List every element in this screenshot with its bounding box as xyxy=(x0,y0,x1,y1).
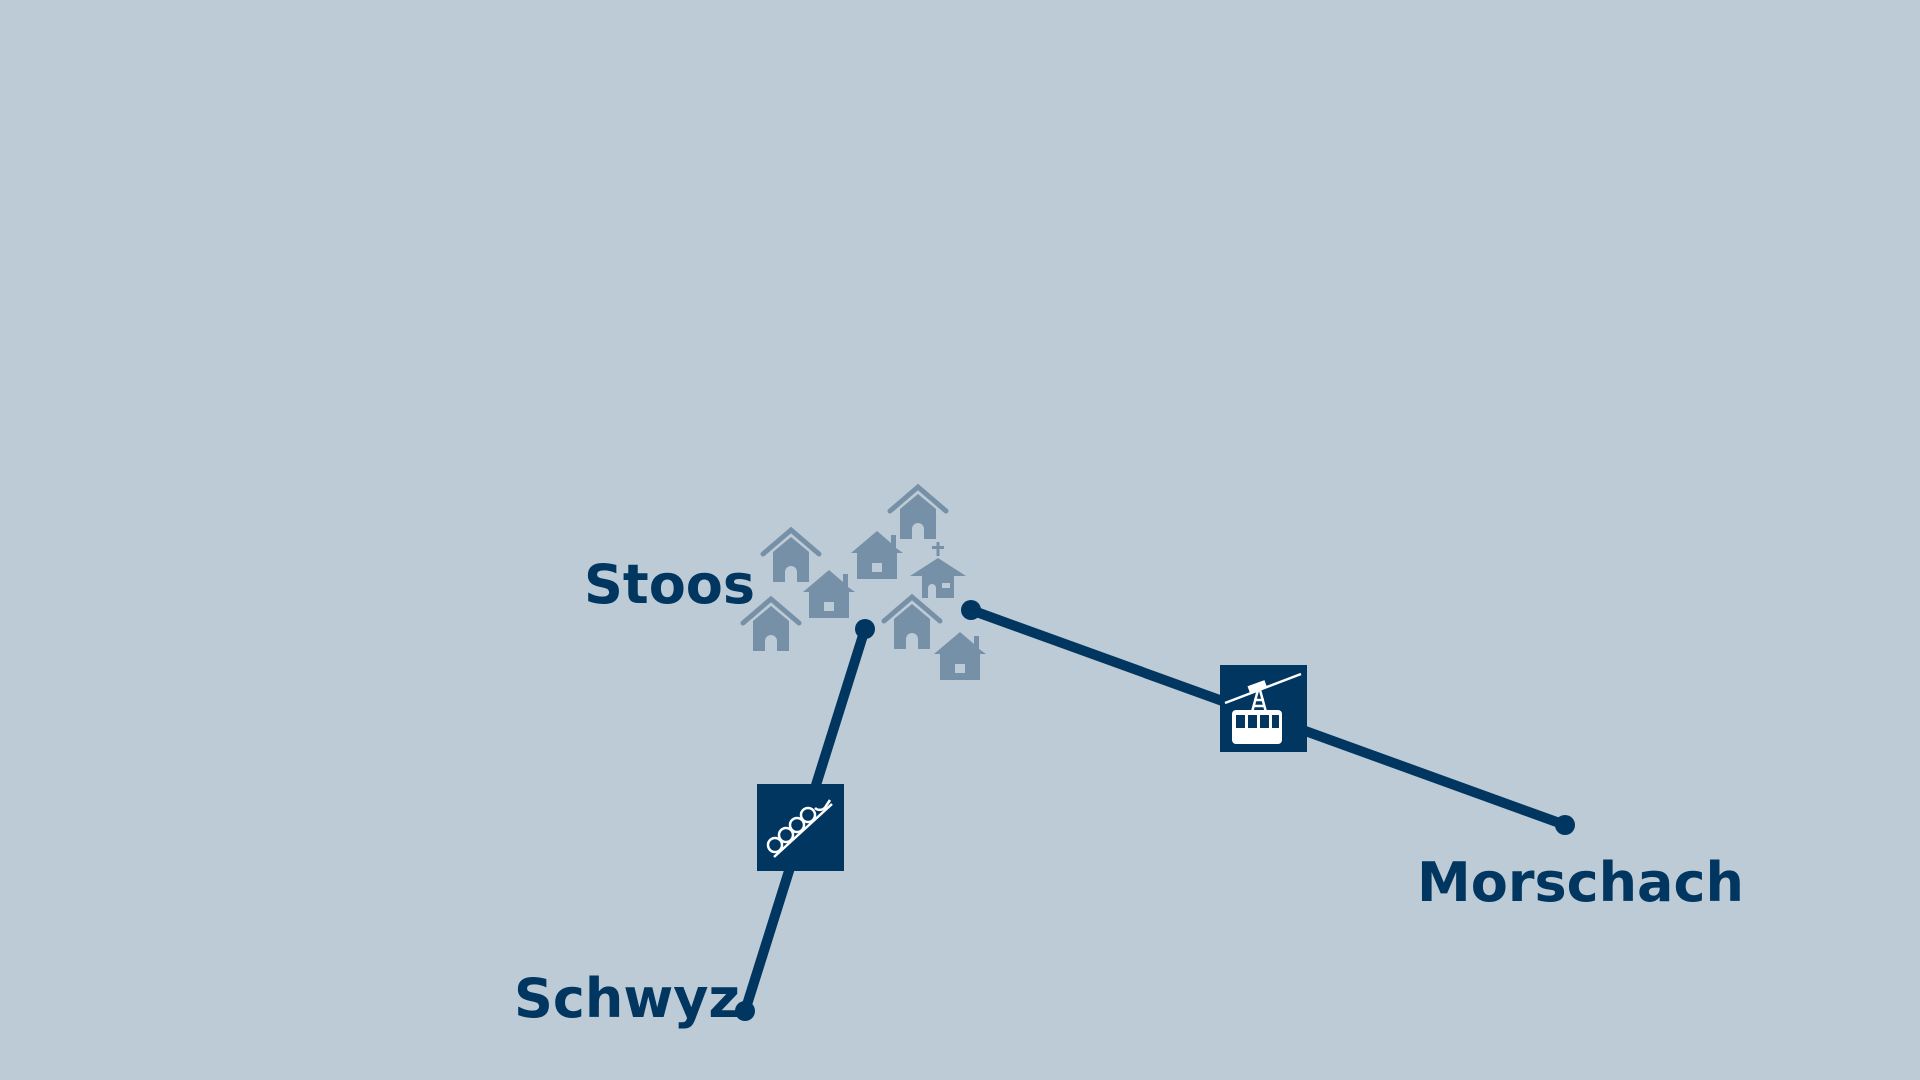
funicular-line[interactable] xyxy=(735,619,875,1021)
funicular-icon[interactable] xyxy=(757,784,844,871)
house-icon xyxy=(763,530,819,582)
cable-car-icon[interactable] xyxy=(1220,665,1307,752)
station-dot-morschach[interactable] xyxy=(1555,815,1575,835)
station-dot-stoos-funicular[interactable] xyxy=(855,619,875,639)
house-icon xyxy=(890,487,946,539)
house-icon xyxy=(884,597,940,649)
cable-car-line[interactable] xyxy=(961,600,1575,835)
station-label-stoos: Stoos xyxy=(584,553,756,616)
church-icon xyxy=(910,542,966,598)
village-stoos xyxy=(743,487,986,680)
station-label-schwyz: Schwyz xyxy=(514,967,740,1030)
house-icon xyxy=(934,632,986,680)
station-dot-stoos-cablecar[interactable] xyxy=(961,600,981,620)
station-label-morschach: Morschach xyxy=(1417,851,1744,914)
house-icon xyxy=(851,531,903,579)
house-icon xyxy=(803,570,855,618)
station-dot-schwyz[interactable] xyxy=(735,1001,755,1021)
